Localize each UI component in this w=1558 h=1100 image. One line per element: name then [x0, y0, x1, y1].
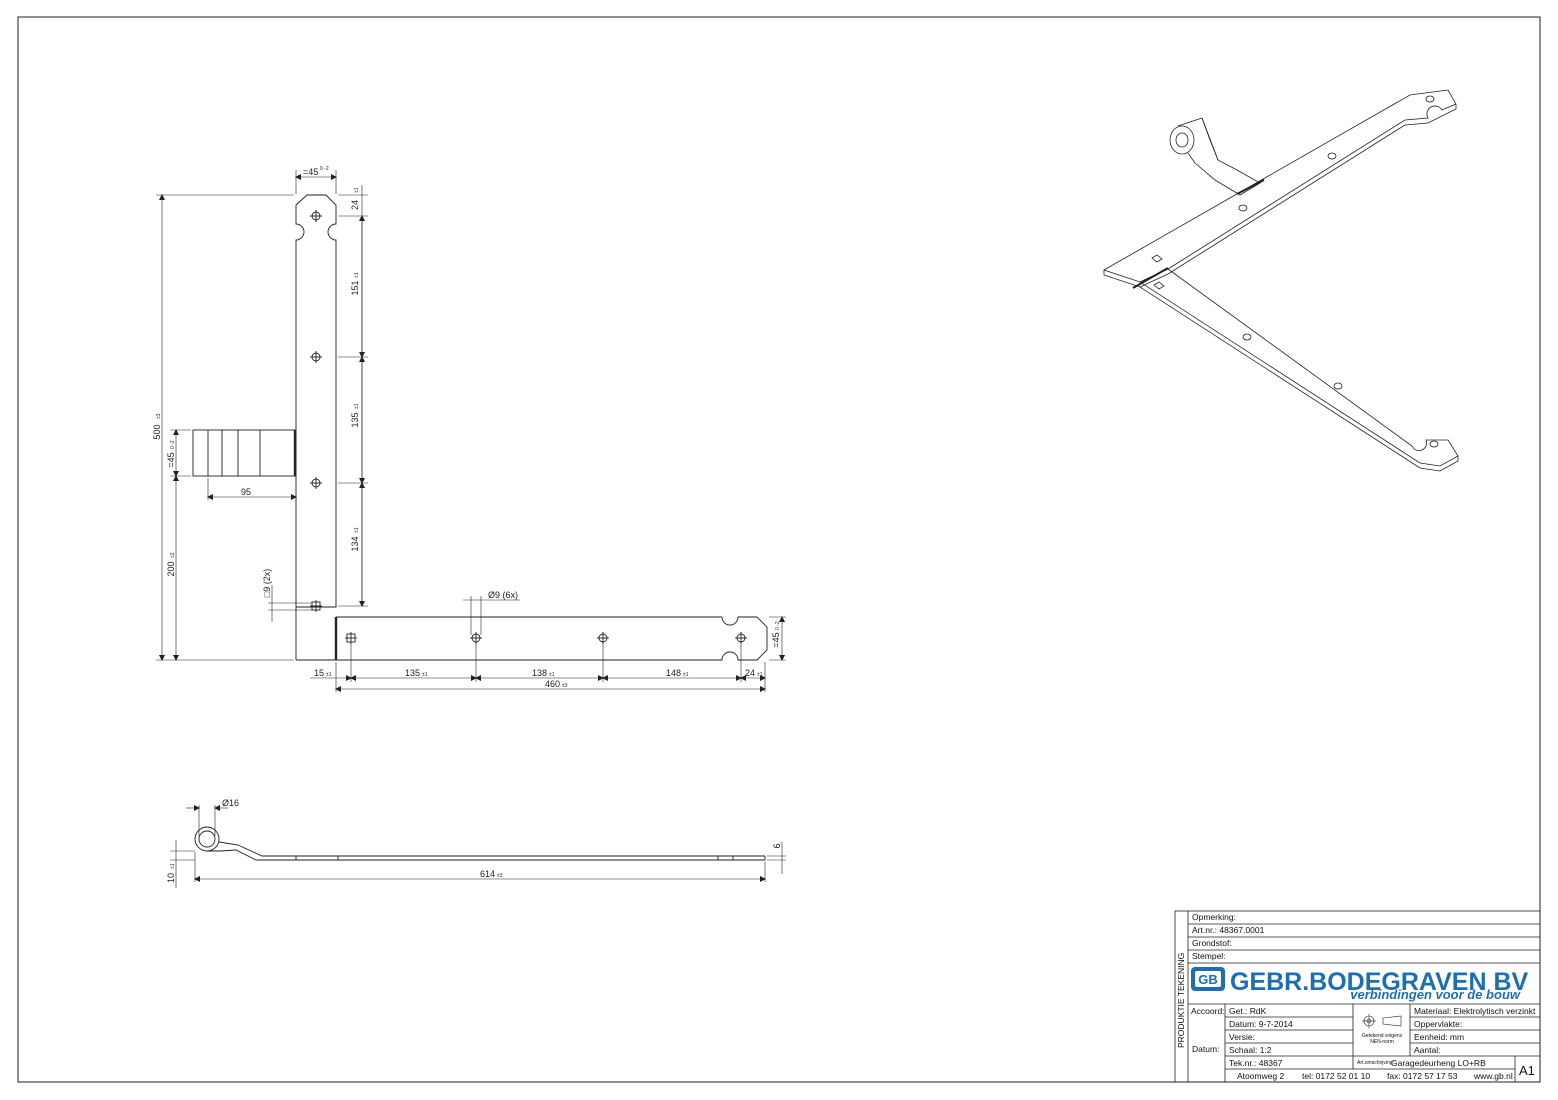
- dim-10: 10: [166, 873, 176, 883]
- company-logo: GB: [1191, 967, 1225, 991]
- company-tagline: verbindingen voor de bouw: [1350, 987, 1521, 1002]
- dim-460: 460: [545, 679, 560, 689]
- accoord-label: Accoord:: [1191, 1006, 1225, 1016]
- dim-45-knuckle: =45: [166, 452, 176, 467]
- dim-45-right-tol: 0 -2: [775, 621, 781, 630]
- sheet-border: [17, 16, 1541, 1083]
- dim-width-top: =45: [303, 167, 318, 177]
- dim-135-horizontal-tol: ±1: [422, 672, 428, 678]
- horizontal-strap-outline: [336, 616, 768, 661]
- stempel-label: Stempel:: [1192, 951, 1226, 961]
- dim-138: 138: [532, 668, 547, 678]
- hole-marks-vertical: [310, 210, 322, 612]
- vertical-strap-outline: [295, 194, 337, 608]
- opmerking-label: Opmerking:: [1192, 912, 1236, 922]
- dim-134: 134: [350, 536, 360, 551]
- dim-500-tol: ±3: [156, 413, 162, 419]
- website-text: www.gb.nl: [1473, 1071, 1513, 1081]
- projection-symbol-icon: [1362, 1014, 1402, 1028]
- hole-marks-horizontal: [345, 632, 747, 644]
- dim-138-tol: ±1: [549, 672, 555, 678]
- dim-95: 95: [241, 487, 251, 497]
- iso-upper-arm: [1103, 89, 1457, 283]
- dim-134-tol: ±1: [354, 527, 360, 533]
- phone-text: tel: 0172 52 01 10: [1302, 1071, 1370, 1081]
- materiaal-field: Materiaal: Elektrolytisch verzinkt: [1414, 1006, 1536, 1016]
- grondstof-label: Grondstof:: [1192, 938, 1232, 948]
- company-name: GEBR.BODEGRAVEN BV: [1230, 968, 1529, 996]
- title-block-texts: PRODUKTIE TEKENING Opmerking: Art.nr.: 4…: [1176, 912, 1536, 1081]
- dim-width-top-tol: 0 -2: [320, 166, 329, 172]
- dim-hole-9: Ø9 (6x): [488, 590, 518, 600]
- dim-135-vertical: 135: [350, 412, 360, 427]
- dimension-texts-side: Ø16 6 10 ±1 614 ±3: [166, 798, 782, 883]
- fax-text: fax: 0172 57 17 53: [1387, 1071, 1458, 1081]
- dim-24-top-tol: ±1: [354, 187, 360, 193]
- dim-151: 151: [350, 280, 360, 295]
- norm-text-line1: Getekend volgens: [1362, 1033, 1403, 1039]
- dim-24-right: 24: [745, 668, 755, 678]
- omschrijving-field: Garagedeurheng LO+RB: [1391, 1058, 1486, 1068]
- dim-24-right-tol: ±1: [757, 672, 763, 678]
- dim-614: 614: [480, 869, 495, 879]
- dim-148: 148: [666, 668, 681, 678]
- dim-6: 6: [772, 843, 782, 848]
- dimension-lines-front: [156, 170, 786, 692]
- datum-accoord-label: Datum:: [1192, 1044, 1219, 1054]
- iso-lower-arm: [1139, 268, 1459, 467]
- sheet-format: A1: [1519, 1063, 1535, 1078]
- dim-15-tol: ±1: [326, 672, 332, 678]
- teknr-field: Tek.nr.: 48367: [1229, 1058, 1283, 1068]
- omschrijving-label: Art.omschrijving:: [1357, 1060, 1394, 1066]
- dim-614-tol: ±3: [497, 873, 503, 879]
- dim-16: Ø16: [222, 798, 239, 808]
- dim-square-9: □9 (2x): [262, 569, 272, 597]
- dim-200: 200: [166, 561, 176, 576]
- dim-15: 15: [314, 668, 324, 678]
- knuckle-pin-circle: [198, 830, 216, 848]
- versie-field: Versie:: [1229, 1032, 1255, 1042]
- produktie-tekening-label: PRODUKTIE TEKENING: [1176, 953, 1186, 1048]
- dim-45-knuckle-tol: 0 -2: [170, 440, 176, 449]
- artnr-field: Art.nr.: 48367.0001: [1192, 925, 1265, 935]
- schaal-field: Schaal: 1:2: [1229, 1045, 1272, 1055]
- dimension-lines-side: [170, 805, 786, 888]
- dim-10-tol: ±1: [170, 863, 176, 869]
- dim-135-vertical-tol: ±1: [354, 403, 360, 409]
- dim-24-top: 24: [350, 200, 360, 210]
- dim-200-tol: ±2: [170, 552, 176, 558]
- dim-135-horizontal: 135: [405, 668, 420, 678]
- getekend-field: Get.: RdK: [1229, 1006, 1267, 1016]
- eenheid-field: Eenheid: mm: [1414, 1032, 1464, 1042]
- datum-field: Datum: 9-7-2014: [1229, 1019, 1293, 1029]
- logo-letters: GB: [1198, 972, 1218, 987]
- dim-148-tol: ±1: [683, 672, 689, 678]
- isometric-view: [1103, 89, 1459, 472]
- dimension-texts-front: =45 0 -2 24 ±1 151 ±1 135 ±1 134 ±1 500 …: [152, 166, 781, 689]
- dim-45-right: =45: [771, 632, 781, 647]
- side-view: [194, 826, 766, 861]
- dim-460-tol: ±3: [562, 683, 568, 689]
- dim-151-tol: ±1: [354, 272, 360, 278]
- aantal-field: Aantal:: [1414, 1045, 1440, 1055]
- oppervlakte-field: Oppervlakte:: [1414, 1019, 1462, 1029]
- norm-text-line2: NEN-norm: [1370, 1039, 1394, 1045]
- dim-500: 500: [152, 424, 162, 439]
- front-view: [192, 194, 768, 661]
- address-text: Atoomweg 2: [1237, 1071, 1285, 1081]
- title-block: [1174, 910, 1541, 1083]
